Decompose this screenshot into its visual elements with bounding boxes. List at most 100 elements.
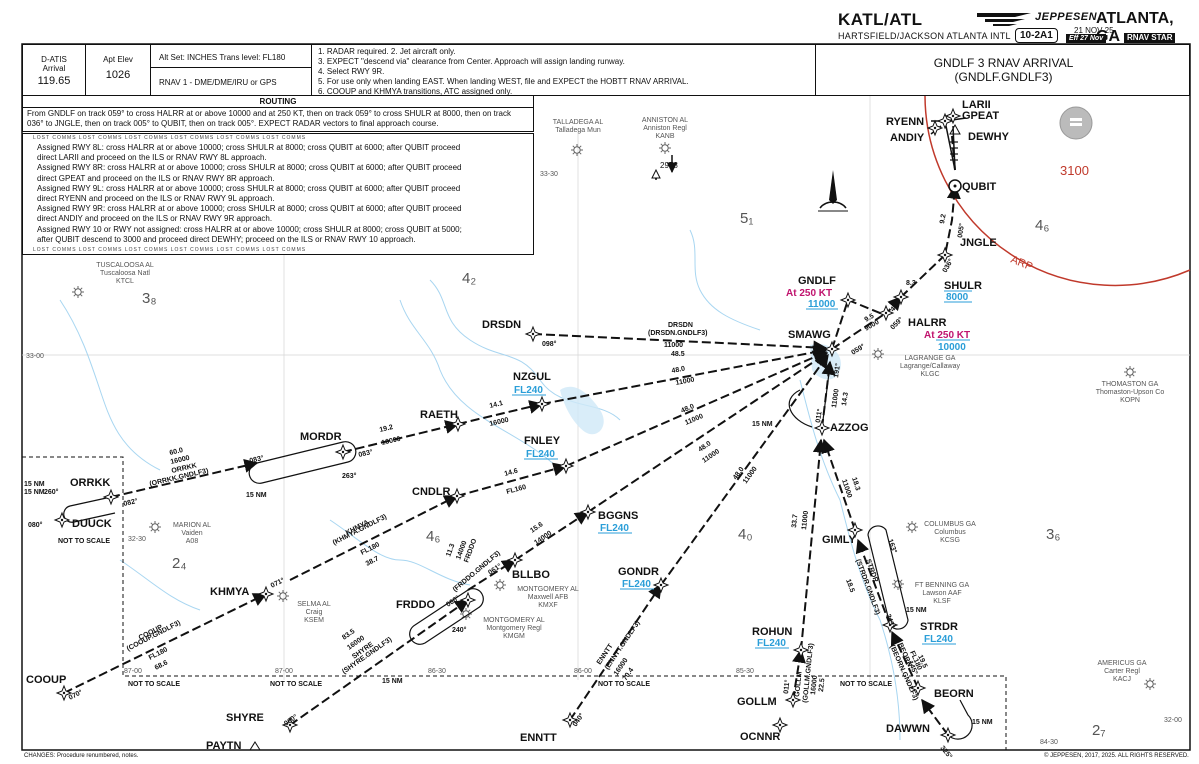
fix-bllbo-label: BLLBO	[512, 569, 550, 581]
publisher-name: JEPPESEN	[1035, 11, 1098, 23]
route-cndlr-fnley	[456, 462, 568, 497]
gondr-altitude: FL240	[622, 579, 651, 590]
svg-text:15 NM: 15 NM	[382, 678, 403, 685]
fix-jngle-label: JNGLE	[960, 237, 997, 249]
route-gollm-rohun	[792, 648, 806, 701]
svg-text:19.2: 19.2	[379, 424, 394, 434]
svg-text:48.0: 48.0	[680, 403, 695, 415]
svg-text:191°: 191°	[832, 363, 842, 379]
chart-header: KATL/ATL HARTSFIELD/JACKSON ATLANTA INTL…	[0, 0, 1199, 45]
svg-text:16000: 16000	[810, 675, 819, 695]
svg-text:2978: 2978	[660, 161, 678, 170]
fix-dewhy-symbol[interactable]	[949, 123, 961, 135]
svg-text:11000: 11000	[675, 376, 695, 387]
fix-paytn-symbol[interactable]	[249, 741, 261, 751]
lost-comms-border-bottom: LOST COMMS LOST COMMS LOST COMMS LOST CO…	[33, 247, 307, 253]
svg-text:5₁: 5₁	[740, 210, 753, 227]
svg-text:240°: 240°	[452, 626, 467, 634]
svg-text:9.2: 9.2	[939, 213, 948, 224]
fix-nzgul-symbol	[534, 396, 550, 412]
fix-gondr-symbol	[653, 577, 669, 593]
svg-text:MONTGOMERY AL: MONTGOMERY AL	[483, 617, 545, 624]
route-orrkk-mordr	[110, 459, 259, 498]
svg-text:Montgomery Regl: Montgomery Regl	[486, 625, 542, 632]
svg-text:COLUMBUS GA: COLUMBUS GA	[924, 521, 976, 528]
halrr-altitude: 10000	[938, 342, 966, 353]
svg-text:011°: 011°	[814, 408, 824, 423]
holding-patterns	[63, 364, 973, 740]
svg-text:A08: A08	[186, 538, 199, 545]
fix-dawwn-symbol	[940, 727, 956, 743]
airport-americus: AMERICUS GA Carter Regl KACJ	[1097, 660, 1157, 691]
svg-text:15 NM: 15 NM	[24, 489, 45, 496]
fix-rohun-label: ROHUN	[752, 626, 792, 638]
svg-text:19.5: 19.5	[916, 654, 928, 669]
elevation-cell: Apt Elev 1026	[86, 45, 151, 95]
svg-text:Thomaston-Upson Co: Thomaston-Upson Co	[1096, 389, 1165, 396]
svg-text:18.5: 18.5	[844, 578, 855, 593]
svg-text:33.7: 33.7	[791, 514, 799, 528]
fix-frddo-symbol	[460, 592, 476, 608]
fix-mordr-label: MORDR	[300, 431, 342, 443]
airport-columbus: COLUMBUS GA Columbus KCSG	[905, 520, 976, 544]
fix-dawwn-label: DAWWN	[886, 723, 930, 735]
fix-frddo-label: FRDDO	[396, 599, 436, 611]
airport-ftbenning: FT BENNING GA Lawson AAF KLSF	[891, 577, 969, 605]
svg-text:2₇: 2₇	[1092, 722, 1106, 739]
svg-text:NOT TO SCALE: NOT TO SCALE	[128, 681, 180, 688]
fix-gndlf-label: GNDLF	[798, 275, 836, 287]
fix-dewhy-label: DEWHY	[968, 131, 1010, 143]
route-gimly-azzog	[821, 438, 856, 531]
svg-text:TUSCALOOSA AL: TUSCALOOSA AL	[96, 262, 154, 269]
svg-text:DRSDN: DRSDN	[668, 322, 693, 329]
svg-text:THOMASTON GA: THOMASTON GA	[1102, 381, 1159, 388]
svg-text:Carter Regl: Carter Regl	[1104, 668, 1140, 675]
svg-text:15 NM: 15 NM	[752, 421, 773, 428]
routing-title: ROUTING	[23, 96, 533, 108]
svg-text:KOPN: KOPN	[1120, 397, 1140, 404]
svg-text:33-30: 33-30	[540, 171, 558, 178]
msa-arc	[924, 95, 1191, 287]
airport-thomaston: THOMASTON GA Thomaston-Upson Co KOPN	[1096, 365, 1165, 404]
elevation-label: Apt Elev	[103, 55, 133, 64]
water-features	[59, 229, 901, 741]
svg-text:GOLLM: GOLLM	[794, 671, 804, 697]
not-to-scale-labels: NOT TO SCALE NOT TO SCALE NOT TO SCALE N…	[58, 538, 892, 688]
bggns-altitude: FL240	[600, 523, 629, 534]
svg-text:15.6: 15.6	[529, 521, 544, 534]
svg-text:48.0: 48.0	[671, 365, 686, 374]
airport-name: HARTSFIELD/JACKSON ATLANTA INTL	[838, 31, 1011, 41]
fix-duuck-symbol	[54, 512, 70, 528]
fix-drsdn-symbol	[525, 326, 541, 342]
svg-text:098°: 098°	[542, 340, 557, 348]
svg-text:KLSF: KLSF	[933, 598, 951, 605]
halrr-speed-restriction: At 250 KT	[924, 330, 970, 341]
routes	[63, 135, 961, 736]
svg-text:KSEM: KSEM	[304, 617, 324, 624]
svg-text:4₂: 4₂	[462, 270, 476, 287]
fix-orrkk-label: ORRKK	[70, 477, 110, 489]
altimeter-setting: Alt Set: INCHES Trans level: FL180	[159, 53, 286, 62]
notes-cell: 1. RADAR required. 2. Jet aircraft only.…	[312, 45, 816, 96]
svg-text:SELMA AL: SELMA AL	[297, 601, 331, 608]
lost-comms-line: direct LARII and proceed on the ILS or R…	[37, 153, 267, 163]
fix-andiy-symbol	[927, 120, 943, 136]
svg-text:082°: 082°	[123, 497, 139, 508]
strdr-altitude: FL240	[924, 634, 953, 645]
svg-text:32-30: 32-30	[128, 536, 146, 543]
svg-text:11000: 11000	[684, 413, 704, 427]
route-fnley	[565, 350, 828, 467]
airport-tuscaloosa: TUSCALOOSA AL Tuscaloosa Natl KTCL	[71, 262, 154, 299]
fix-cndlr-label: CNDLR	[412, 486, 451, 498]
lost-comms-line: direct GPEAT and proceed on the ILS or R…	[37, 173, 275, 183]
svg-text:14.6: 14.6	[504, 468, 519, 478]
svg-text:32-00: 32-00	[1164, 717, 1182, 724]
changes-note: CHANGES: Procedure renumbered, notes.	[24, 753, 139, 759]
svg-text:163°: 163°	[886, 538, 899, 555]
north-arrow-icon	[818, 170, 848, 212]
lost-comms-line: after QUBIT descend to 3000 and proceed …	[37, 234, 416, 244]
svg-text:MONTGOMERY AL: MONTGOMERY AL	[517, 586, 579, 593]
svg-text:11000: 11000	[664, 342, 683, 349]
svg-text:325°: 325°	[938, 744, 954, 760]
